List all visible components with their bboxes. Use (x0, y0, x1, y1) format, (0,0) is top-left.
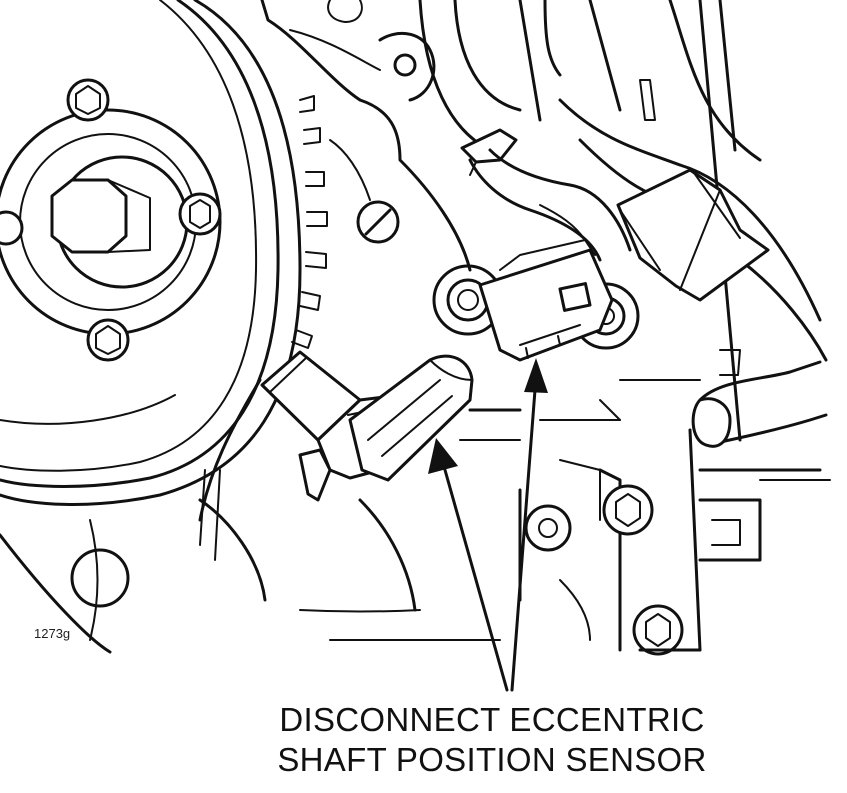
bolt-left (0, 210, 24, 246)
pointer-arrows (428, 358, 548, 692)
bolt-right (178, 192, 222, 236)
hoses (418, 0, 828, 362)
arrow-to-sensor-connector (443, 468, 509, 692)
caption-line-2: SHAFT POSITION SENSOR (277, 741, 707, 778)
connector-sensor (348, 354, 474, 482)
connector-upper (478, 239, 614, 362)
caption-line-1: DISCONNECT ECCENTRIC (279, 701, 705, 738)
pulley (0, 0, 302, 506)
wire-harness (468, 148, 632, 262)
bolt-top (66, 78, 110, 122)
bolt-bottom (86, 318, 130, 362)
trigger-teeth (291, 95, 328, 349)
arrowhead-sensor-connector (428, 438, 458, 474)
arrow-to-upper-connector (510, 388, 537, 692)
caption: DISCONNECT ECCENTRIC SHAFT POSITION SENS… (262, 700, 722, 780)
figure-id: 1273g (34, 626, 71, 641)
arrowhead-upper-connector (524, 358, 548, 393)
